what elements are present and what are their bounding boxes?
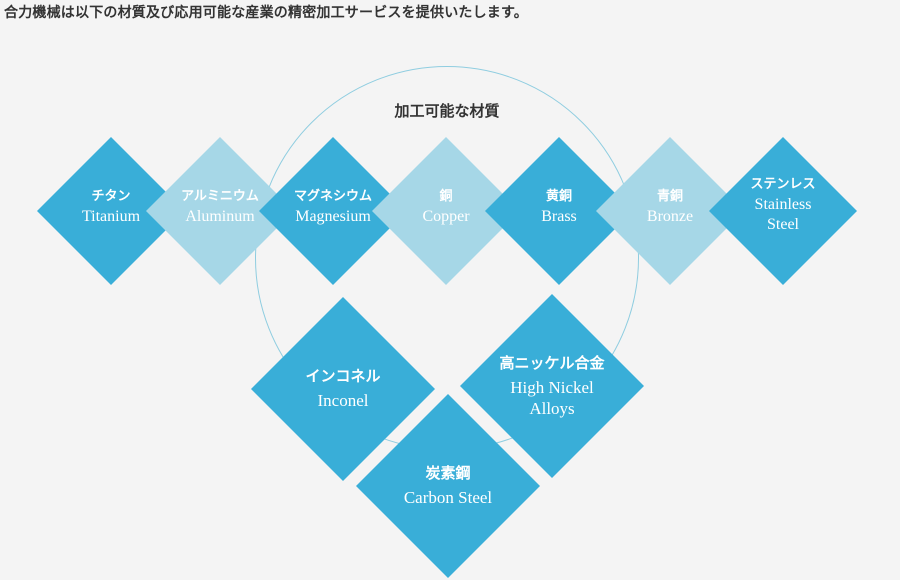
material-stainless-steel: ステンレス Stainless Steel	[709, 137, 857, 285]
material-jp-label: ステンレス	[750, 177, 816, 192]
material-en-label: Stainless Steel	[754, 196, 812, 233]
material-jp-label: アルミニウム	[181, 189, 259, 204]
circle-label: 加工可能な材質	[394, 102, 500, 120]
material-en-label: Copper	[422, 208, 470, 225]
material-jp-label: 炭素鋼	[425, 464, 471, 482]
material-en-label: Titanium	[81, 208, 141, 225]
material-en-label: Aluminum	[185, 208, 255, 225]
material-jp-label: 青銅	[656, 189, 683, 204]
material-en-label: Bronze	[646, 208, 694, 225]
material-en-label: Carbon Steel	[403, 488, 493, 507]
material-jp-label: 黄銅	[545, 189, 572, 204]
material-jp-label: 高ニッケル合金	[499, 353, 605, 372]
material-jp-label: インコネル	[305, 367, 381, 385]
material-jp-label: マグネシウム	[293, 189, 372, 204]
material-jp-label: 銅	[439, 189, 453, 204]
material-en-label: Inconel	[317, 391, 369, 410]
material-en-label: High Nickel Alloys	[510, 377, 594, 418]
page-heading: 合力機械は以下の材質及び応用可能な産業の精密加工サービスを提供いたします。	[4, 5, 528, 21]
material-en-label: Brass	[541, 208, 577, 225]
material-jp-label: チタン	[91, 189, 131, 204]
material-en-label: Magnesium	[295, 208, 371, 225]
